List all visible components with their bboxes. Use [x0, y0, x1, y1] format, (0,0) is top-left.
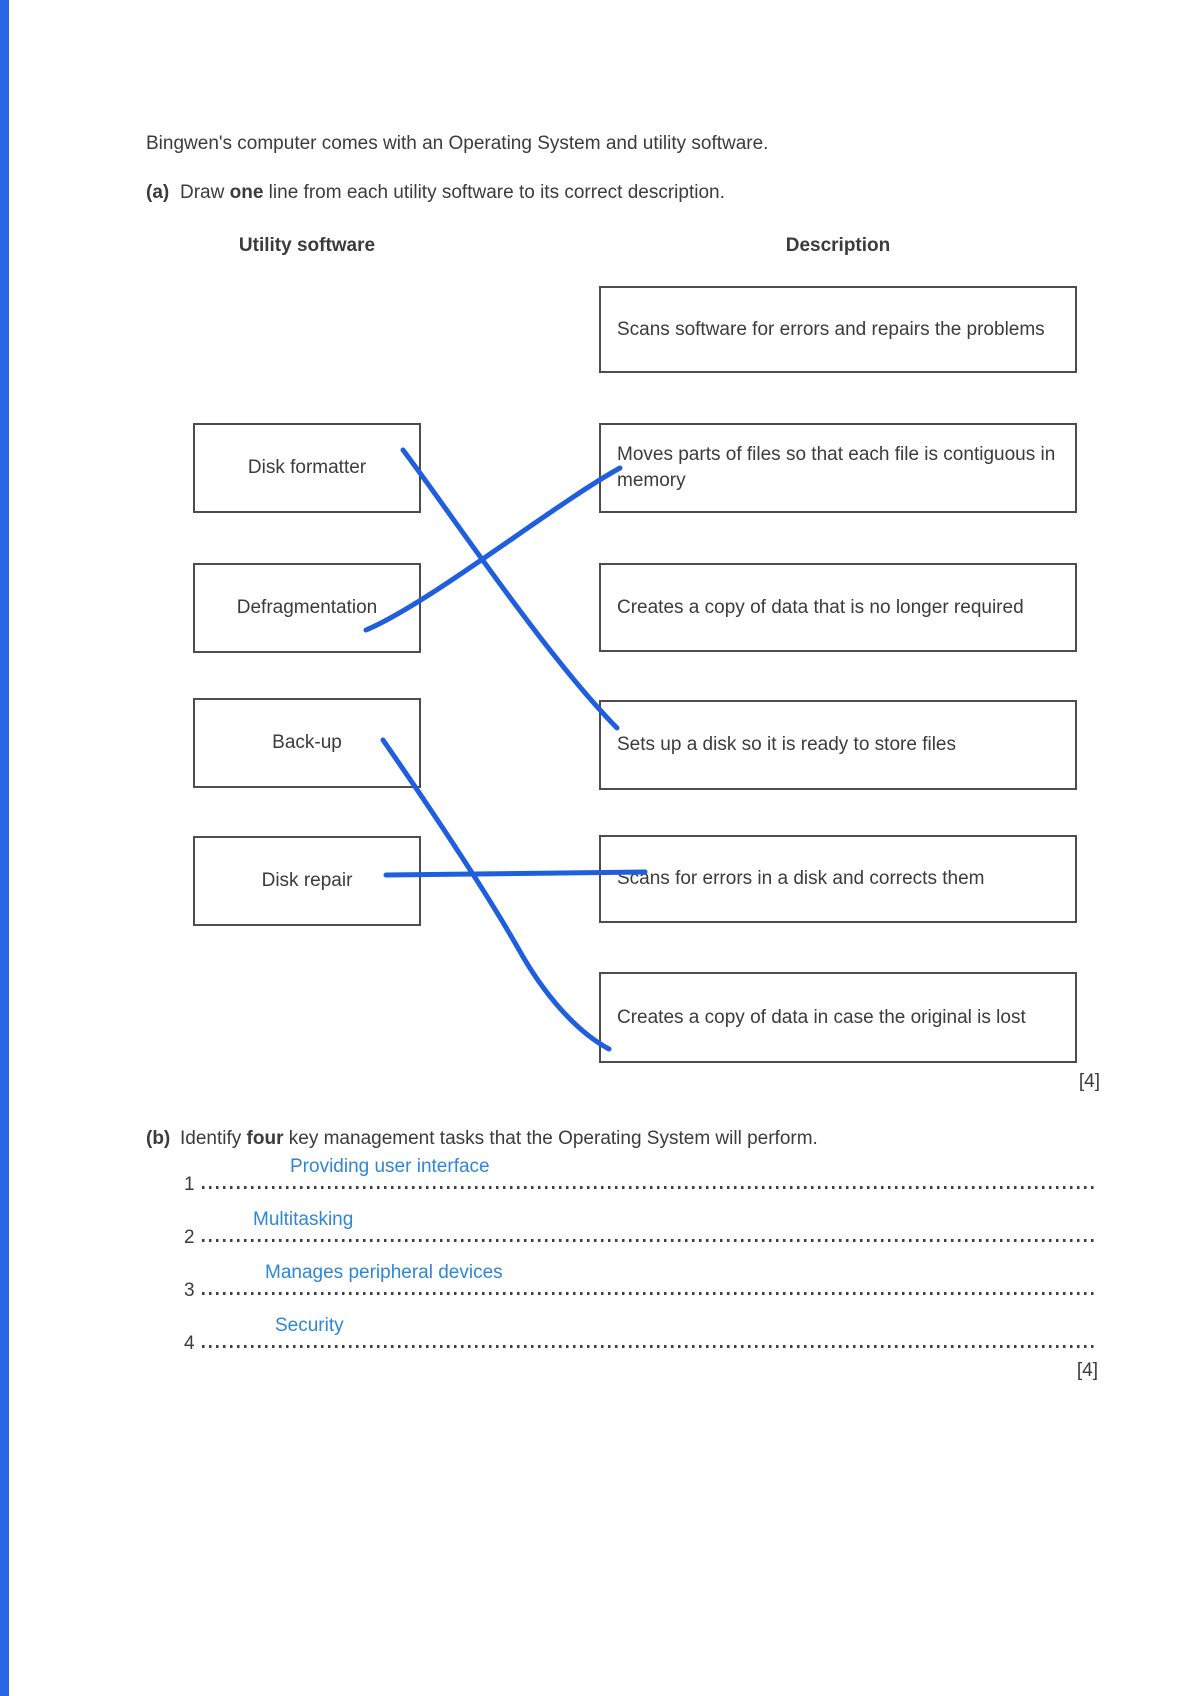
answer-text-2: Multitasking — [253, 1209, 354, 1230]
utility-box-disk-repair[interactable]: Disk repair — [193, 836, 421, 926]
answer-number-2: 2 — [184, 1227, 195, 1248]
marks-part-a: [4] — [1078, 1071, 1100, 1092]
description-box-sets-up-disk[interactable]: Sets up a disk so it is ready to store f… — [599, 700, 1077, 790]
description-box-text: Scans software for errors and repairs th… — [617, 318, 1045, 340]
marks-part-b: [4] — [1076, 1360, 1098, 1381]
answer-text-4: Security — [275, 1315, 344, 1336]
part-b-prompt-bold: four — [246, 1128, 284, 1149]
answer-dotted-rule-2[interactable] — [202, 1239, 1095, 1242]
description-box-scans-disk-errors[interactable]: Scans for errors in a disk and corrects … — [599, 835, 1077, 923]
description-box-text: Sets up a disk so it is ready to store f… — [617, 734, 956, 755]
part-a-label: (a) — [146, 182, 170, 203]
part-a-prompt: Draw one line from each utility software… — [180, 181, 1140, 205]
part-b-prompt: Identify four key management tasks that … — [180, 1127, 1160, 1151]
answer-dotted-rule-3[interactable] — [202, 1292, 1095, 1295]
answer-number-1: 1 — [184, 1174, 195, 1195]
utility-box-label: Defragmentation — [236, 597, 378, 618]
part-b-prompt-pre: Identify — [180, 1128, 247, 1149]
utility-box-label: Disk formatter — [247, 457, 367, 478]
column-header-description: Description — [785, 235, 891, 256]
utility-box-defragmentation[interactable]: Defragmentation — [193, 563, 421, 653]
pen-annotations-layer — [363, 447, 648, 1052]
answer-number-3: 3 — [184, 1280, 195, 1301]
part-b-label: (b) — [146, 1128, 171, 1149]
description-box-text: Scans for errors in a disk and corrects … — [617, 868, 985, 889]
description-box-copy-no-longer-required[interactable]: Creates a copy of data that is no longer… — [599, 563, 1077, 652]
answer-text-3: Manages peripheral devices — [265, 1262, 503, 1283]
pen-line-disk-formatter-to-sets-up-disk — [400, 447, 620, 731]
description-box-moves-parts[interactable]: Moves parts of files so that each file i… — [599, 423, 1077, 513]
question-intro: Bingwen's computer comes with an Operati… — [146, 133, 769, 154]
utility-box-back-up[interactable]: Back-up — [193, 698, 421, 788]
answer-dotted-rule-4[interactable] — [202, 1345, 1095, 1348]
utility-box-label: Back-up — [272, 732, 342, 753]
answer-number-4: 4 — [184, 1333, 195, 1354]
page-edge-highlight — [0, 0, 9, 1696]
answer-dotted-rule-1[interactable] — [202, 1186, 1095, 1189]
column-header-utility-software: Utility software — [238, 235, 376, 256]
description-box-copy-original-lost[interactable]: Creates a copy of data in case the origi… — [599, 972, 1077, 1063]
description-box-scans-software[interactable]: Scans software for errors and repairs th… — [599, 286, 1077, 373]
part-a-prompt-bold: one — [229, 182, 264, 203]
answer-text-1: Providing user interface — [290, 1156, 490, 1177]
description-box-text: Moves parts of files so that each file i… — [617, 444, 1056, 491]
utility-box-label: Disk repair — [261, 870, 353, 891]
part-b-prompt-post: key management tasks that the Operating … — [283, 1128, 818, 1149]
description-box-text: Creates a copy of data in case the origi… — [617, 1006, 1026, 1028]
description-box-text: Creates a copy of data that is no longer… — [617, 596, 1024, 618]
part-a-prompt-pre: Draw — [180, 182, 230, 203]
utility-box-disk-formatter[interactable]: Disk formatter — [193, 423, 421, 513]
part-a-prompt-post: line from each utility software to its c… — [263, 182, 725, 203]
